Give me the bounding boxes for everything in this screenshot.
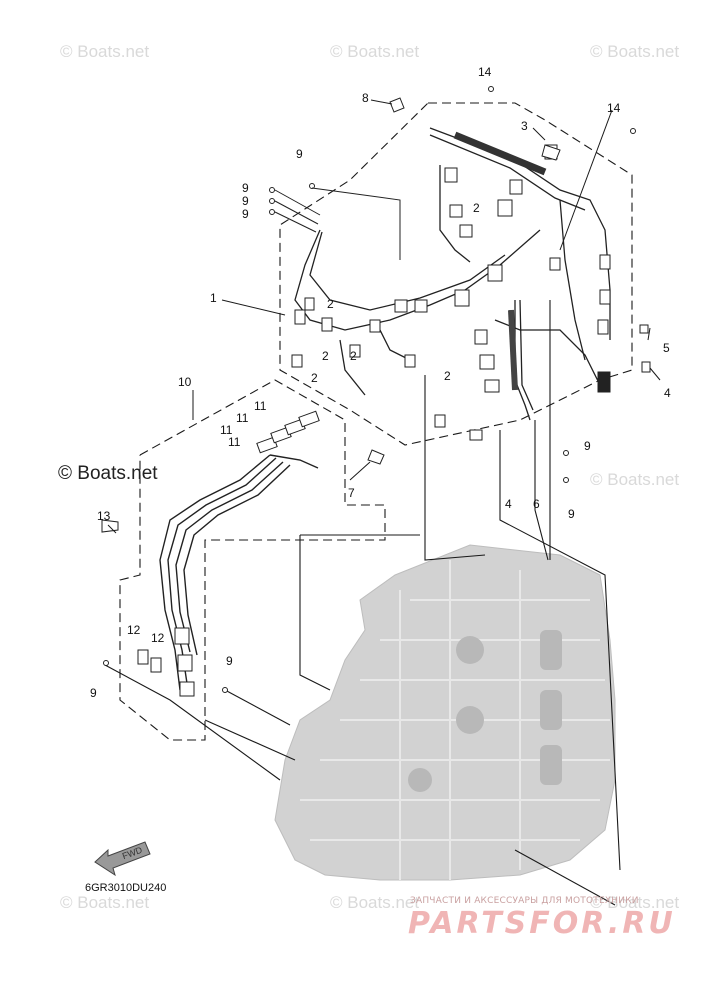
callout-2: 2 <box>311 371 318 385</box>
callout-8: 8 <box>362 91 369 105</box>
callout-2: 2 <box>473 201 480 215</box>
callout-2: 2 <box>322 349 329 363</box>
callout-9: 9 <box>226 654 233 668</box>
callout-11: 11 <box>228 435 241 449</box>
engine-components <box>408 630 562 792</box>
watermark: © Boats.net <box>60 893 150 912</box>
dealer-tagline: ЗАПЧАСТИ И АКСЕССУАРЫ ДЛЯ МОТОТЕХНИКИ <box>410 896 639 906</box>
part-7-sensor <box>367 449 385 465</box>
callout-9: 9 <box>242 207 249 221</box>
leader-lines <box>104 300 621 906</box>
engine-block <box>274 544 616 881</box>
callout-9: 9 <box>90 686 97 700</box>
fwd-arrow <box>94 841 151 877</box>
callout-12: 12 <box>151 631 165 645</box>
callout-leaders <box>107 99 661 534</box>
coil-connectors <box>137 410 320 697</box>
part-4-sensor <box>597 371 611 393</box>
callout-9: 9 <box>242 181 249 195</box>
callout-1: 1 <box>210 291 217 305</box>
callout-10: 10 <box>178 375 192 389</box>
dealer-logo: PARTSFOR.RU <box>408 906 676 941</box>
watermark: © Boats.net <box>60 42 150 61</box>
callout-4: 4 <box>505 497 512 511</box>
sub-harness-dashed-boundary <box>119 379 386 741</box>
callout-5: 5 <box>663 341 670 355</box>
part-13-sensor <box>101 519 119 533</box>
part-8-clip <box>389 97 405 113</box>
watermark: © Boats.net <box>330 893 420 912</box>
callout-11: 11 <box>254 399 267 413</box>
callout-4: 4 <box>664 386 671 400</box>
watermark-prominent: © Boats.net <box>58 463 158 484</box>
bolt-shafts <box>274 187 401 260</box>
callout-6: 6 <box>533 497 540 511</box>
callout-9: 9 <box>568 507 575 521</box>
harness-sheath <box>453 131 547 176</box>
watermark: © Boats.net <box>590 893 680 912</box>
callout-9: 9 <box>296 147 303 161</box>
harness-dashed-boundary <box>279 102 633 446</box>
callout-7: 7 <box>348 486 355 500</box>
callout-13: 13 <box>97 509 111 523</box>
callout-14-right: 14 <box>607 101 621 115</box>
diagram-code: 6GR3010DU240 <box>85 882 167 894</box>
callout-2: 2 <box>350 349 357 363</box>
harness-connectors <box>291 144 651 441</box>
callout-14-top: 14 <box>478 65 492 79</box>
callout-12: 12 <box>127 623 141 637</box>
callout-11: 11 <box>236 411 249 425</box>
callout-9: 9 <box>584 439 591 453</box>
watermark: © Boats.net <box>590 470 680 489</box>
callout-3: 3 <box>521 119 528 133</box>
part-3-clip <box>541 144 561 161</box>
watermark: © Boats.net <box>330 42 420 61</box>
callout-2: 2 <box>444 369 451 383</box>
callout-11: 11 <box>220 423 233 437</box>
callout-9: 9 <box>242 194 249 208</box>
bolts <box>103 86 636 693</box>
harness-sheath-2 <box>508 309 518 391</box>
watermark: © Boats.net <box>590 42 680 61</box>
callout-2: 2 <box>327 297 334 311</box>
